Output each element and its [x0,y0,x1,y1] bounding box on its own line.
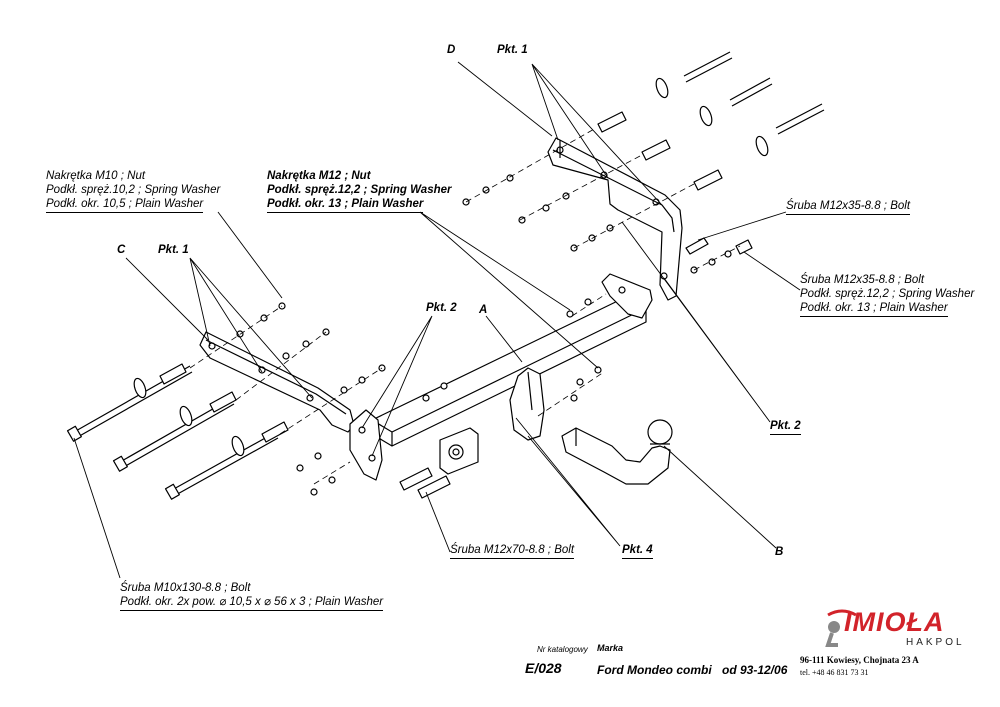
callout-nut-m12-line2: Podkł. spręż.12,2 ; Spring Washer [267,184,452,196]
callout-nut-m10-line2: Podkł. spręż.10,2 ; Spring Washer [46,184,221,196]
callout-bolt-m10x130-line1: Śruba M10x130-8.8 ; Bolt [120,582,251,594]
brand-label: Marka [597,643,624,653]
long-bolts-right [597,51,825,191]
callout-nut-m12-line1: Nakrętka M12 ; Nut [267,170,371,182]
company-logo: IMIOŁA HAKPOL [822,605,972,653]
label-pkt1-top: Pkt. 1 [497,44,528,56]
hitch-ball-logo-icon [825,609,857,647]
company-subname: HAKPOL [906,637,965,648]
callout-nut-m10-line3: Podkł. okr. 10,5 ; Plain Washer [46,198,204,213]
label-pkt2-right: Pkt. 2 [770,420,801,435]
ball-neck-b [561,419,673,485]
catalog-number: E/028 [525,660,562,676]
callout-nut-m12-line3: Podkł. okr. 13 ; Plain Washer [267,198,424,213]
assembly-axes [189,127,741,485]
label-b: B [775,546,784,558]
leader-lines [73,61,801,579]
callout-bolt-m10x130-line2: Podkł. okr. 2x pow. ⌀ 10,5 x ⌀ 56 x 3 ; … [120,596,384,611]
label-pkt1-left: Pkt. 1 [158,244,189,256]
car-model: Ford Mondeo combi [597,663,712,677]
label-c: C [117,244,126,256]
company-phone: tel. +48 46 831 73 31 [800,668,869,677]
company-address: 96-111 Kowiesy, Chojnata 23 A [800,655,919,665]
callout-bolt-m12x35-b-line1: Śruba M12x35-8.8 ; Bolt [800,274,925,286]
catalog-number-label: Nr katalogowy [537,645,588,654]
crossbar-a [349,273,653,481]
label-d: D [447,44,456,56]
label-a: A [479,304,488,316]
production-years: od 93-12/06 [722,663,788,677]
callout-nut-m10-line1: Nakrętka M10 ; Nut [46,170,146,182]
label-pkt4: Pkt. 4 [622,544,653,559]
company-name: IMIOŁA [844,607,945,637]
callout-bolt-m12x35-a: Śruba M12x35-8.8 ; Bolt [786,200,911,215]
callout-bolt-m12x70: Śruba M12x70-8.8 ; Bolt [450,544,575,559]
bracket-c [199,331,355,433]
callout-bolt-m12x35-b-line3: Podkł. okr. 13 ; Plain Washer [800,302,948,317]
callout-bolt-m12x35-b-line2: Podkł. spręż.12,2 ; Spring Washer [800,288,975,300]
long-bolts-left [66,363,289,500]
label-pkt2-mid: Pkt. 2 [426,302,457,314]
